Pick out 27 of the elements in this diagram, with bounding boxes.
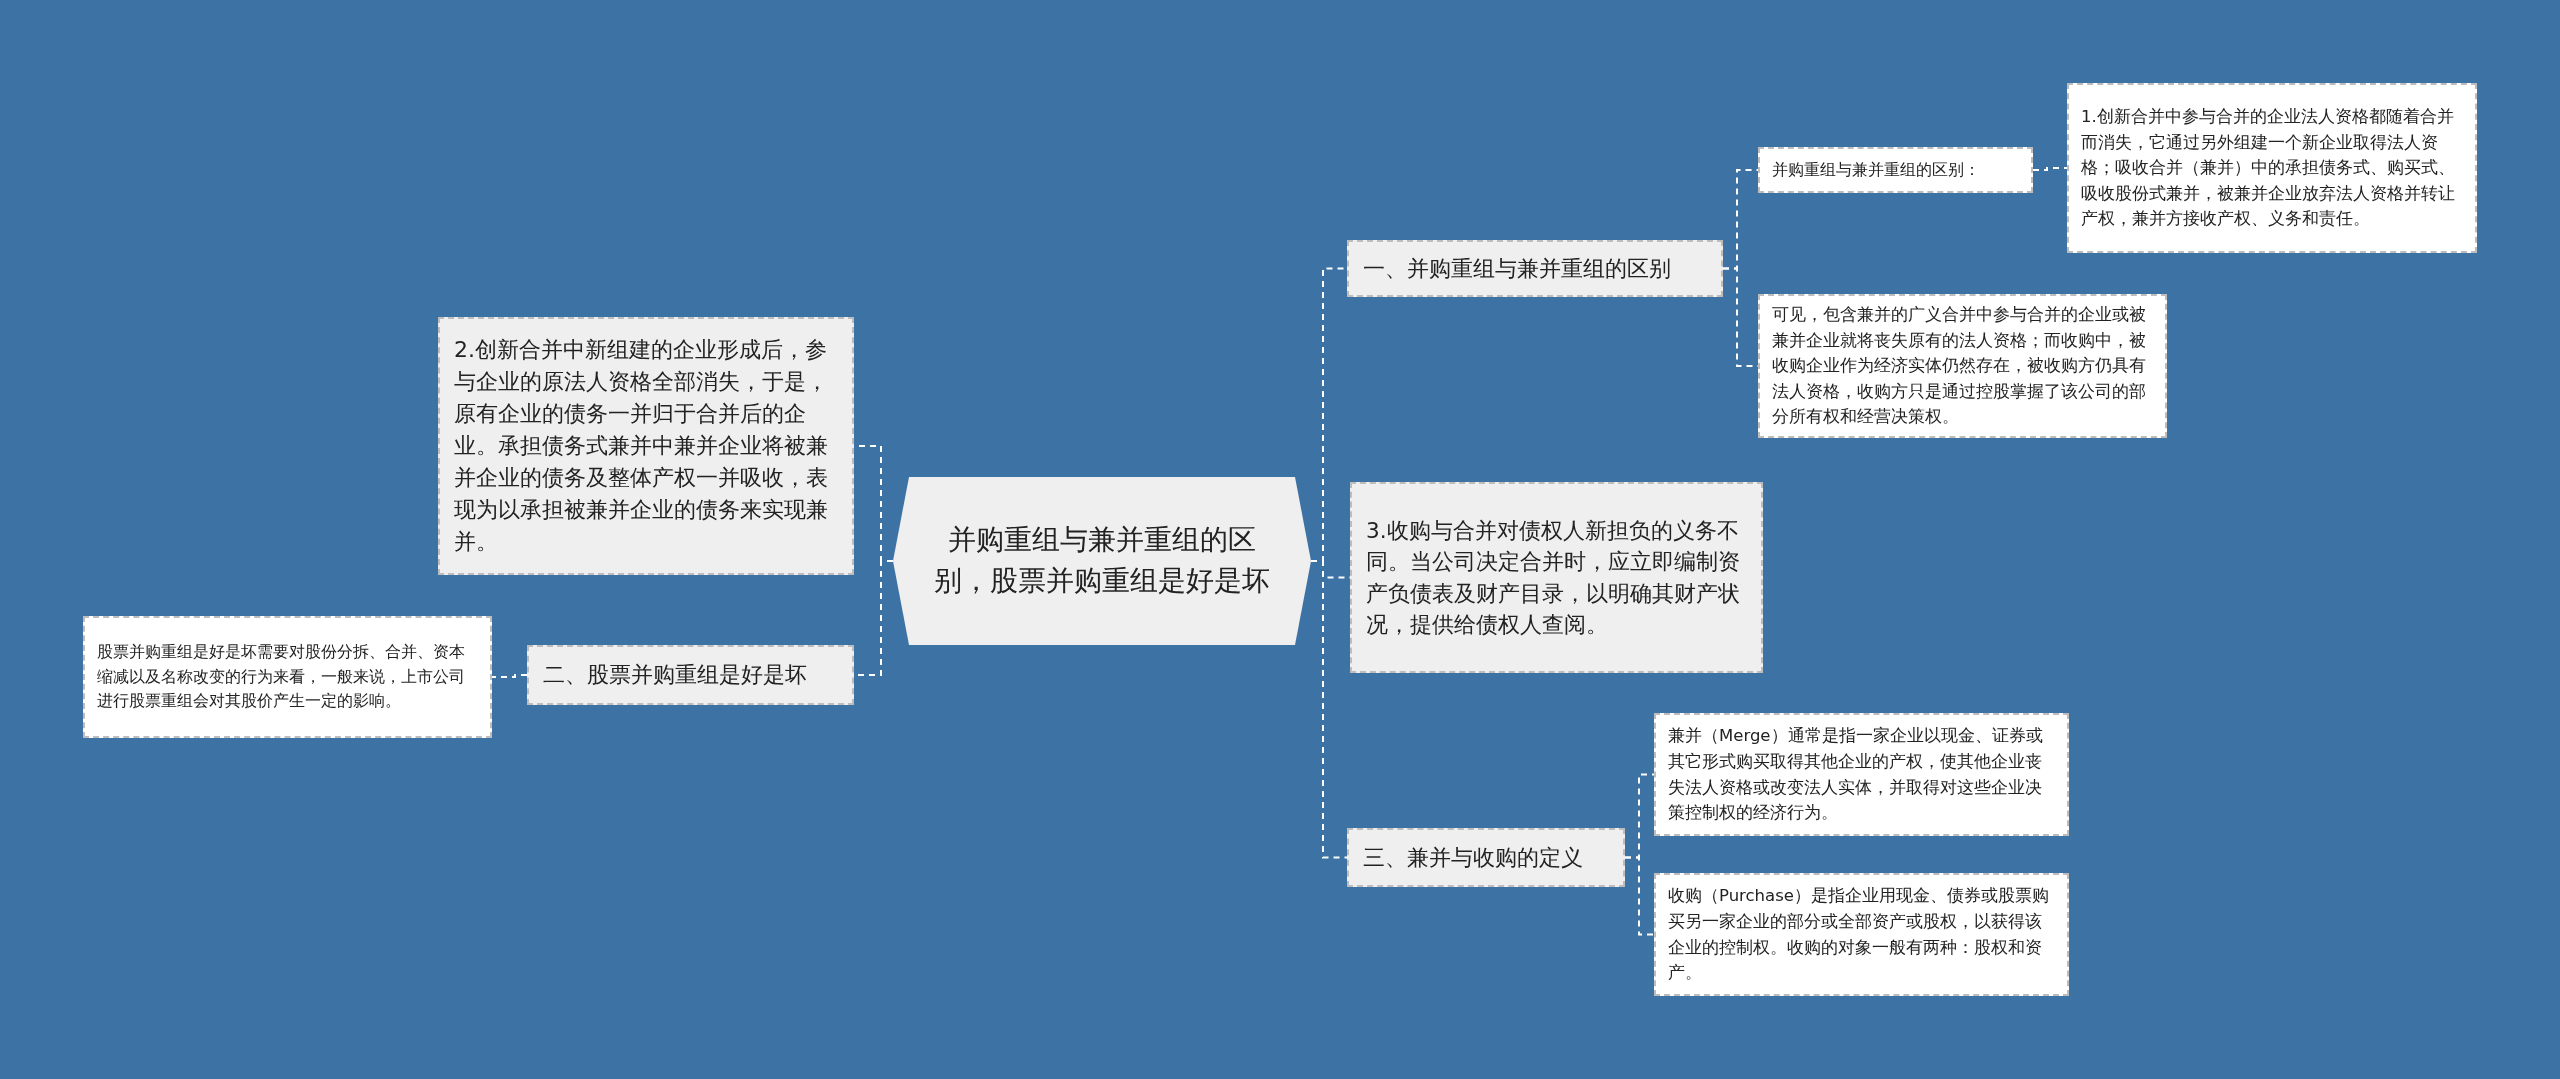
note-box [2067, 83, 2477, 253]
connector-line [1624, 856, 1655, 936]
topic-box [1347, 828, 1625, 887]
connector-line [491, 674, 528, 678]
node-text: 二、股票并购重组是好是坏 [543, 661, 807, 690]
node-text: 股票并购重组是好是坏需要对股份分拆、合并、资本缩减以及名称改变的行为来看，一般来说，上市公司进行股票重组会对其股价产生一定的影响。 [97, 640, 466, 713]
topic-box [527, 645, 854, 705]
note-box [1758, 294, 2167, 438]
note-box [1758, 147, 2033, 193]
central-topic-text: 并购重组与兼并重组的区别，股票并购重组是好是坏 [933, 522, 1271, 599]
node-text: 兼并（Merge）通常是指一家企业以现金、证券或其它形式购买取得其他企业的产权，使其他企业丧失法人资格或改变法人实体，并取得对这些企业决策控制权的经济行为。 [1668, 725, 2044, 825]
node-text: 3.收购与合并对债权人新担负的义务不同。当公司决定合并时，应立即编制资产负债表及财产目录，以明确其财产状况，提供给债权人查阅。 [1366, 517, 1741, 639]
node-text: 可见，包含兼并的广义合并中参与合并的企业或被兼并企业就将丧失原有的法人资格；而收购中，被收购企业作为经济实体仍然存在，被收购方仍具有法人资格，收购方只是通过控股掌握了该公司的部分所有权和经营决策权。 [1772, 304, 2147, 429]
connector-line [2032, 167, 2068, 171]
note-box [1654, 713, 2069, 836]
node-text: 并购重组与兼并重组的区别： [1772, 158, 1980, 181]
note-box [438, 317, 854, 575]
topic-box [1347, 240, 1723, 297]
node-text: 收购（Purchase）是指企业用现金、债券或股票购买另一家企业的部分或全部资产或股权，以获得该企业的控制权。收购的对象一般有两种：股权和资产。 [1668, 885, 2050, 985]
node-text: 三、兼并与收购的定义 [1363, 843, 1583, 872]
node-text: 2.创新合并中新组建的企业形成后，参与企业的原法人资格全部消失，于是，原有企业的债务一并归于合并后的企业。承担债务式兼并中兼并企业将被兼并企业的债务及整体产权一并吸收，表现为以承担被兼并企业的债务来实现兼并。 [454, 336, 829, 556]
node-text: 1.创新合并中参与合并的企业法人资格都随着合并而消失，它通过另外组建一个新企业取得法人资格；吸收合并（兼并）中的承担债务式、购买式、吸收股份式兼并，被兼并企业放弃法人资格并转让产权，兼并方接收产权、义务和责任。 [2081, 106, 2456, 231]
connector-line [1310, 560, 1348, 859]
note-box [1654, 873, 2069, 996]
note-box [83, 616, 492, 738]
note-box [1350, 482, 1763, 673]
node-text: 一、并购重组与兼并重组的区别 [1363, 254, 1671, 283]
